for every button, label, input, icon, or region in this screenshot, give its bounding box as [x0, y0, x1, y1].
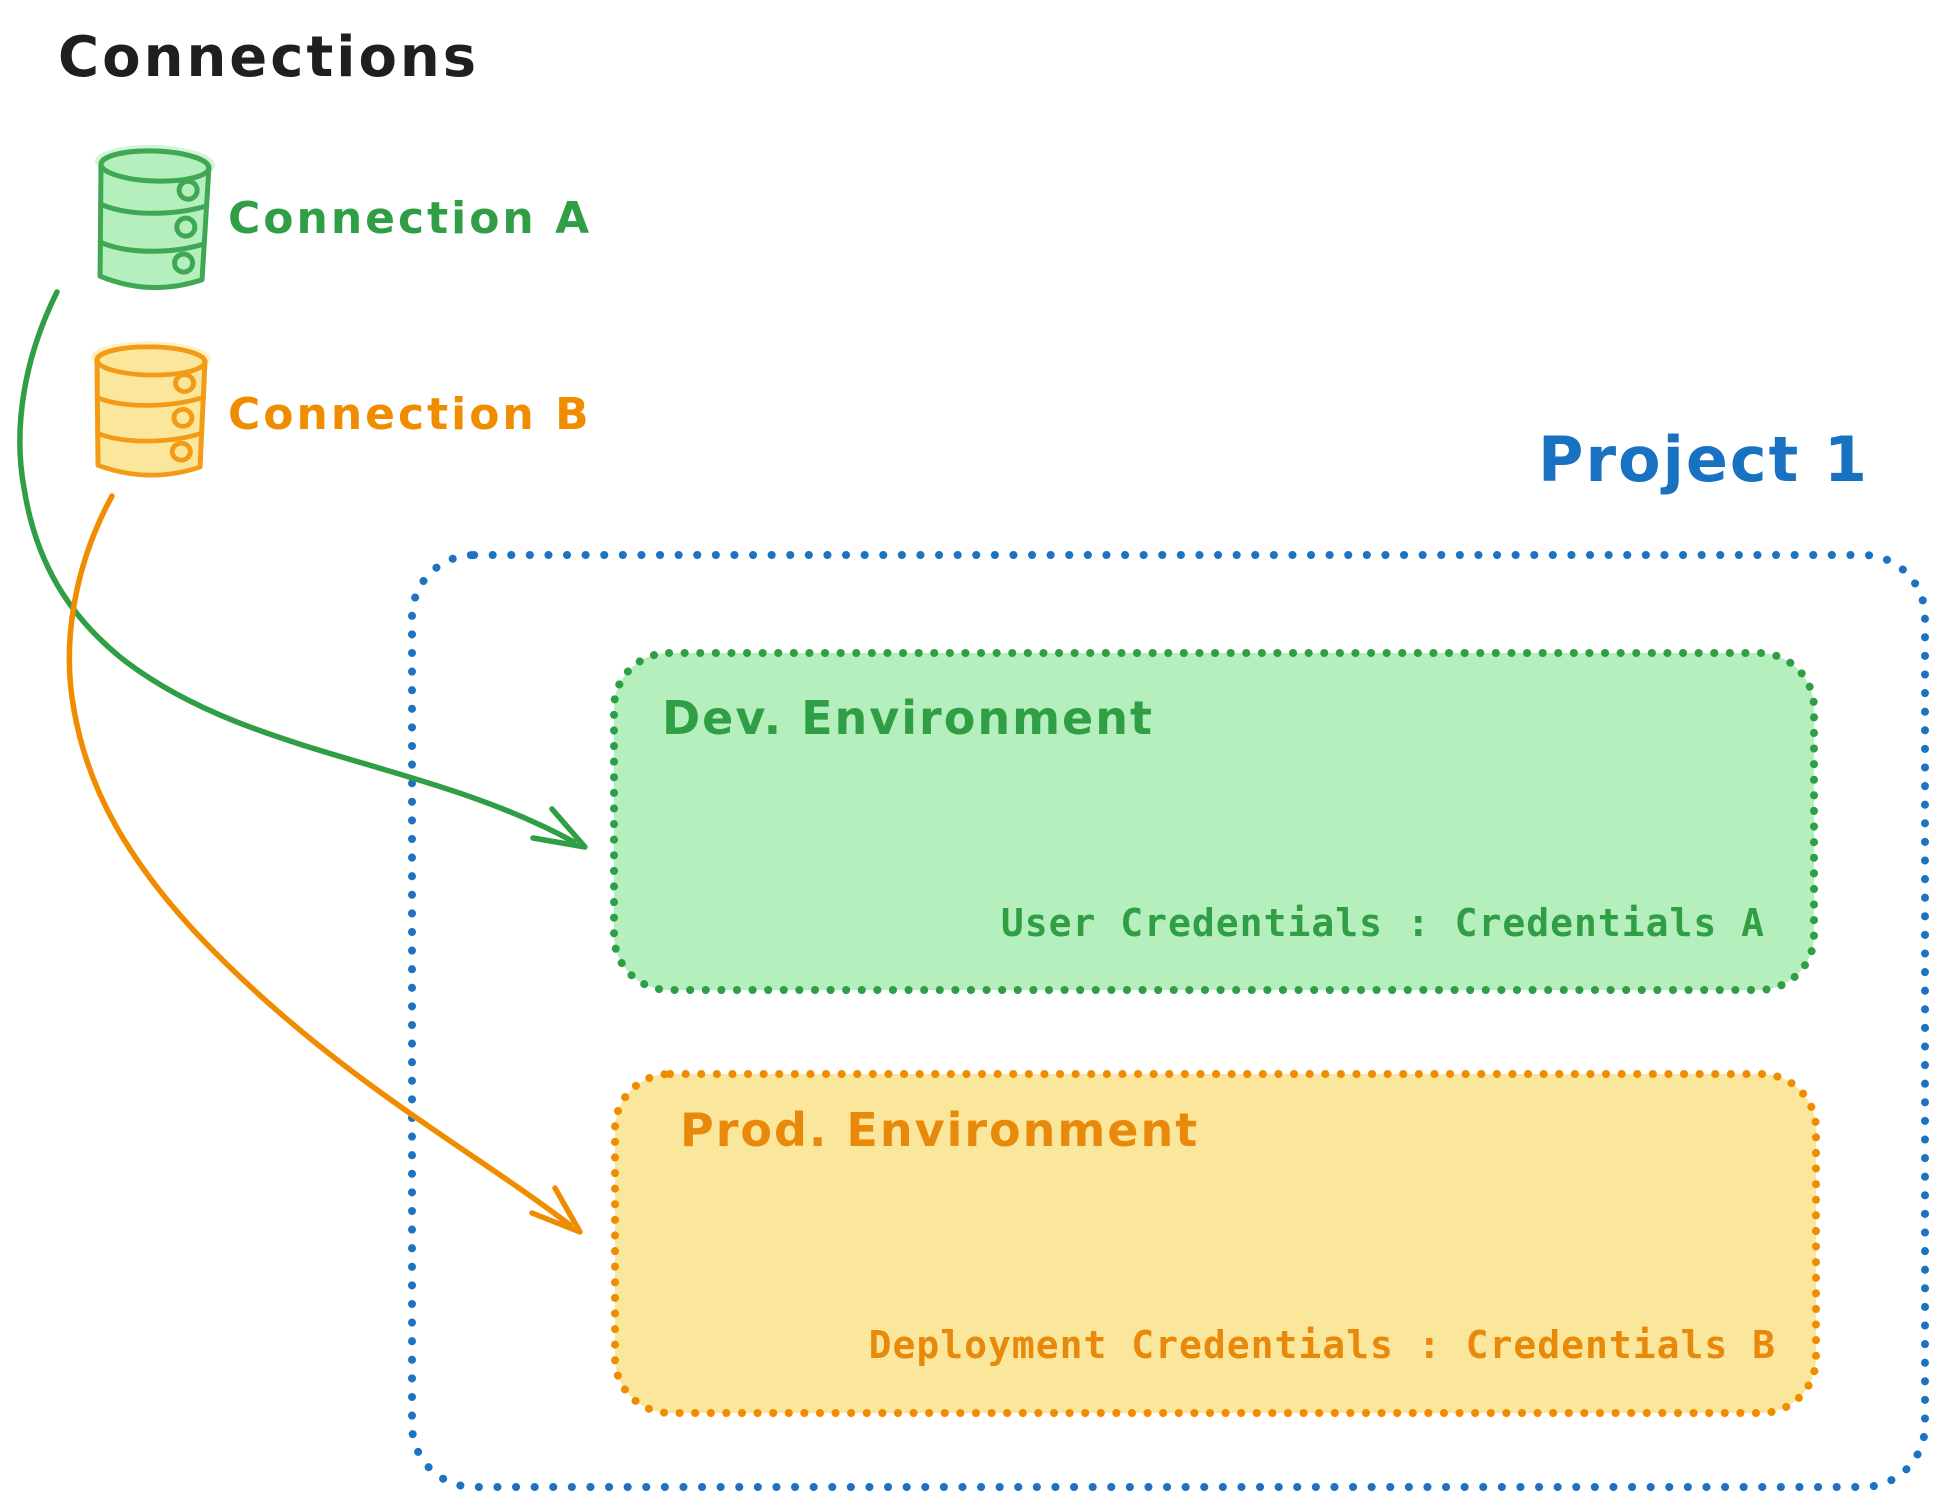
arrow-connection-a-to-dev: [17, 289, 588, 850]
project-box: [408, 551, 1929, 1491]
dev-environment-title: Dev. Environment: [662, 691, 1154, 745]
dev-environment-box: [610, 649, 1818, 994]
database-icon-connection-b: [91, 341, 212, 478]
connection-b-label: Connection B: [228, 389, 592, 440]
prod-environment-box: [611, 1070, 1820, 1417]
dev-environment-credentials: User Credentials : Credentials A: [1000, 901, 1765, 945]
connection-a-label: Connection A: [228, 193, 593, 244]
arrow-connection-b-to-prod: [66, 493, 583, 1235]
project-title: Project 1: [1538, 423, 1870, 496]
database-icon-connection-a: [95, 144, 216, 291]
prod-environment-credentials: Deployment Credentials : Credentials B: [868, 1323, 1776, 1367]
prod-environment-title: Prod. Environment: [680, 1103, 1200, 1157]
diagram-title: Connections: [58, 25, 480, 90]
